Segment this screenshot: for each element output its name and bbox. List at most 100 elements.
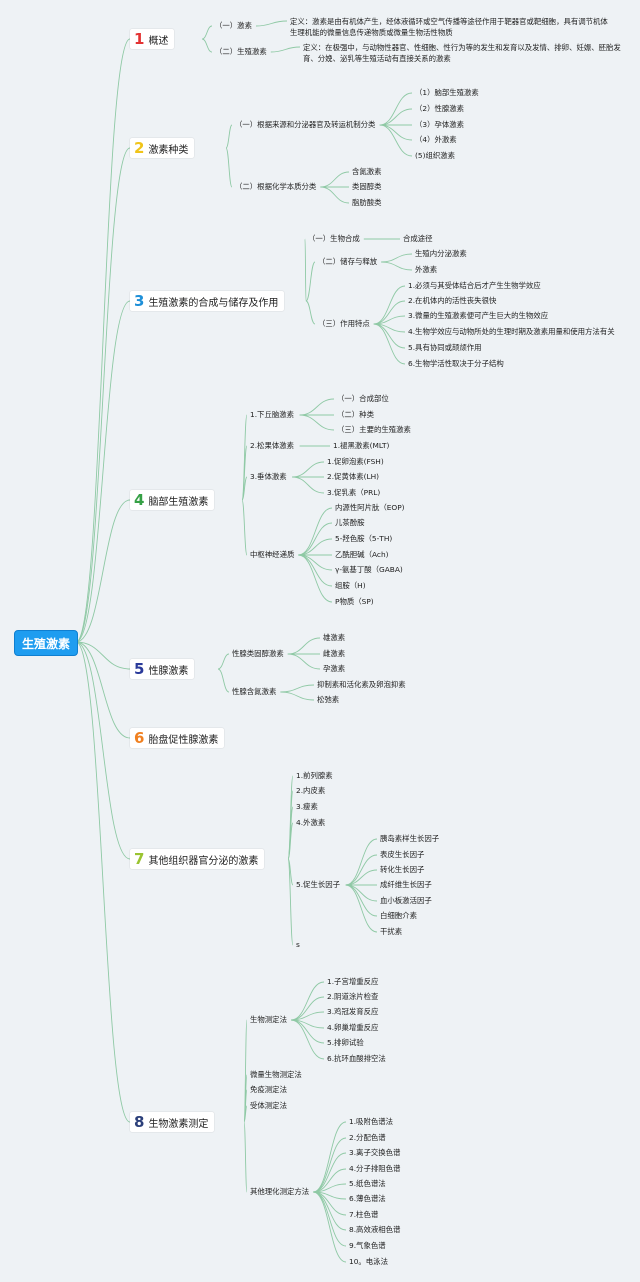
sub-node[interactable]: 微量生物测定法 (250, 1070, 302, 1079)
leaf-definition[interactable]: 定义：激素是由有机体产生，经体液循环或空气传播等途径作用于靶器官或靶细胞，具有调… (290, 17, 608, 37)
leaf-node[interactable]: 4.生物学效应与动物所处的生理时期及激素用量和使用方法有关 (408, 327, 615, 336)
sub-node[interactable]: （三）作用特点 (318, 319, 370, 328)
leaf-node[interactable]: （4）外激素 (415, 135, 457, 144)
leaf-node[interactable]: 2.在机体内的活性丧失很快 (408, 296, 497, 305)
leaf-node[interactable]: γ-氨基丁酸（GABA) (335, 565, 403, 574)
leaf-node[interactable]: 外激素 (415, 265, 438, 274)
sub-node[interactable]: 3.垂体激素 (250, 472, 287, 481)
sub-node[interactable]: 4.外激素 (296, 818, 326, 827)
leaf-link (379, 92, 413, 126)
sub-node[interactable]: 2.松果体激素 (250, 441, 295, 450)
leaf-node[interactable]: 白细胞介素 (380, 911, 417, 920)
sub-node[interactable]: 中枢神经递质 (250, 550, 295, 559)
sub-node[interactable]: 1.前列腺素 (296, 771, 333, 780)
leaf-node[interactable]: （三）主要的生殖激素 (337, 425, 411, 434)
leaf-node[interactable]: 成纤维生长因子 (380, 880, 432, 889)
leaf-node[interactable]: 胰岛素样生长因子 (380, 834, 440, 843)
leaf-link (280, 684, 315, 693)
leaf-node[interactable]: 1.吸附色谱法 (349, 1117, 394, 1126)
sub-node[interactable]: 性腺类固醇激素 (232, 649, 284, 658)
leaf-node[interactable]: 血小板激活因子 (380, 896, 432, 905)
leaf-node[interactable]: 1.必须与其受体结合后才产生生物学效应 (408, 281, 541, 290)
sub-node[interactable]: （一）根据来源和分泌器官及转运机制分类 (235, 120, 376, 129)
leaf-node[interactable]: 2.促黄体素(LH) (327, 472, 380, 481)
sub-node[interactable]: s (296, 940, 300, 949)
leaf-link (313, 1168, 347, 1193)
leaf-node[interactable]: 组胺（H) (335, 581, 366, 590)
leaf-node[interactable]: 含氮激素 (352, 167, 382, 176)
leaf-node[interactable]: 脂肪酸类 (352, 198, 382, 207)
leaf-node[interactable]: 孕激素 (323, 664, 346, 673)
leaf-node[interactable]: 1.促卵泡素(FSH) (327, 457, 384, 466)
branch-link (75, 641, 131, 670)
leaf-node[interactable]: 3.微量的生殖激素便可产生巨大的生物效应 (408, 311, 549, 320)
leaf-node[interactable]: 抑制素和活化素及卵泡抑素 (317, 680, 406, 689)
leaf-node[interactable]: 7.柱色谱 (349, 1210, 379, 1219)
sub-node[interactable]: （一）激素 (215, 21, 252, 30)
leaf-node[interactable]: 生殖内分泌激素 (415, 249, 467, 258)
sub-node[interactable]: 性腺含氮激素 (232, 687, 277, 696)
leaf-node[interactable]: 6.抗环血酸排空法 (327, 1054, 386, 1063)
sub-node[interactable]: 受体测定法 (250, 1101, 287, 1110)
sub-node[interactable]: 5.促生长因子 (296, 880, 341, 889)
branch-number: 3 (134, 292, 145, 310)
sub-node[interactable]: （一）生物合成 (308, 234, 360, 243)
root-node[interactable]: 生殖激素 (14, 630, 78, 656)
sub-node[interactable]: 免疫测定法 (250, 1085, 287, 1094)
leaf-node[interactable]: 合成途径 (403, 234, 433, 243)
leaf-node[interactable]: 类固醇类 (352, 182, 382, 191)
leaf-node[interactable]: 内源性阿片肽（EOP) (335, 503, 405, 512)
leaf-node[interactable]: 儿茶酚胺 (335, 518, 365, 527)
leaf-node[interactable]: 5.纸色谱法 (349, 1179, 386, 1188)
leaf-node[interactable]: 5.具有协同或颉颃作用 (408, 343, 482, 352)
sub-node[interactable]: 1.下丘脑激素 (250, 410, 295, 419)
leaf-node[interactable]: 4.卵巢增重反应 (327, 1023, 379, 1032)
sub-node[interactable]: 生物测定法 (250, 1015, 287, 1024)
leaf-node[interactable]: P物质（SP) (335, 597, 374, 606)
leaf-node[interactable]: 乙酰胆碱（Ach) (335, 550, 389, 559)
leaf-node[interactable]: 4.分子排阻色谱 (349, 1164, 401, 1173)
leaf-node[interactable]: （2）性腺激素 (415, 104, 465, 113)
leaf-node[interactable]: 雄激素 (323, 633, 346, 642)
leaf-node[interactable]: 3.离子交换色谱 (349, 1148, 401, 1157)
leaf-node[interactable]: 3.鸡冠发育反应 (327, 1007, 379, 1016)
leaf-node[interactable]: 1.褪黑激素(MLT) (333, 441, 390, 450)
sub-node[interactable]: （二）生殖激素 (215, 47, 267, 56)
leaf-node[interactable]: 3.促乳素（PRL) (327, 488, 381, 497)
leaf-node[interactable]: 2.阴道涂片检查 (327, 992, 379, 1001)
leaf-node[interactable]: 10。电泳法 (349, 1257, 388, 1266)
leaf-node[interactable]: 2.分配色谱 (349, 1133, 386, 1142)
leaf-node[interactable]: 8.高效液相色谱 (349, 1225, 401, 1234)
sub-node[interactable]: （二）根据化学本质分类 (235, 182, 317, 191)
leaf-node[interactable]: （一）合成部位 (337, 394, 389, 403)
leaf-node[interactable]: 9.气象色谱 (349, 1241, 386, 1250)
sub-node[interactable]: 3.瘦素 (296, 802, 318, 811)
leaf-node[interactable]: 1.子宫增重反应 (327, 977, 379, 986)
leaf-node[interactable]: 6.生物学活性取决于分子结构 (408, 359, 504, 368)
leaf-node[interactable]: （二）种类 (337, 410, 374, 419)
leaf-link (381, 253, 413, 263)
leaf-node[interactable]: 转化生长因子 (380, 865, 425, 874)
leaf-node[interactable]: 干扰素 (380, 927, 403, 936)
sub-node[interactable]: 其他理化测定方法 (250, 1187, 310, 1196)
leaf-node[interactable]: 表皮生长因子 (380, 850, 425, 859)
leaf-node[interactable]: 5-羟色胺（5-TH) (335, 534, 393, 543)
leaf-node[interactable]: （3）孕体激素 (415, 120, 465, 129)
sub-node[interactable]: 2.内皮素 (296, 786, 326, 795)
leaf-node[interactable]: 5.排卵试验 (327, 1038, 364, 1047)
leaf-node[interactable]: （1）脑部生殖激素 (415, 88, 479, 97)
leaf-node[interactable]: 松弛素 (317, 695, 340, 704)
leaf-node[interactable]: 6.薄色谱法 (349, 1194, 386, 1203)
leaf-definition[interactable]: 定义：在极强中，与动物性器官、性细胞、性行为等的发生和发育以及发情、排卵、妊娠、… (303, 43, 621, 63)
sub-node[interactable]: （二）储存与释放 (318, 257, 378, 266)
leaf-node[interactable]: (5)组织激素 (415, 151, 456, 160)
leaf-node[interactable]: 雌激素 (323, 649, 346, 658)
